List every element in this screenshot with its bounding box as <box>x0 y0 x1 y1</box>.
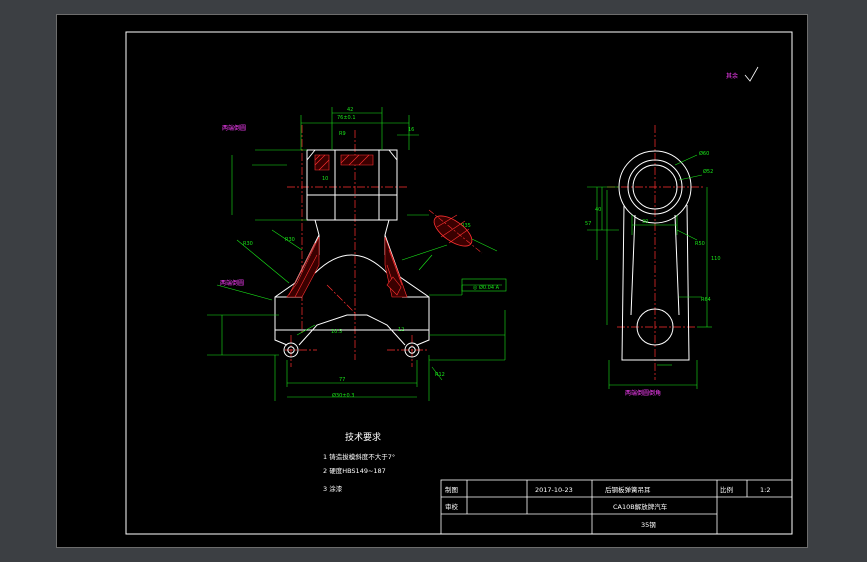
dim-right-110: 110 <box>711 256 721 262</box>
tech-heading: 技术要求 <box>345 431 381 443</box>
technical-requirements: 技术要求 1 铸造拔模斜度不大于7° 2 硬度HBS149~187 3 涂漆 <box>323 431 395 493</box>
right-bottom-note: 两端倒圆倒角 <box>625 389 661 397</box>
dim-right-40: 40 <box>595 207 601 213</box>
surface-finish-label: 其余 <box>726 72 738 80</box>
dim-12: 12 <box>398 327 404 333</box>
tb-scale-value: 1:2 <box>760 486 770 494</box>
tb-date: 2017-10-23 <box>535 486 573 494</box>
cad-drawing: 其余 <box>125 31 793 535</box>
dim-bottom-mid: 77 <box>339 377 345 383</box>
side-view <box>587 125 712 389</box>
dim-right-57: 57 <box>585 221 591 227</box>
tech-note-1: 1 铸造拔模斜度不大于7° <box>323 452 395 461</box>
tolerance-box-text: ◎ Ø0.04 A <box>473 284 500 291</box>
left-rough-label-2: 两端倒圆 <box>220 279 244 287</box>
dim-right-circle: Ø60 <box>699 150 709 157</box>
tb-check-label: 审校 <box>445 502 459 511</box>
tech-note-3: 3 涂漆 <box>323 484 343 493</box>
tb-material: 35钢 <box>641 521 656 529</box>
dim-10: 10 <box>322 176 328 182</box>
left-rough-label: 两端倒圆 <box>222 124 246 132</box>
tb-part-name-2: CA10B解放牌汽车 <box>613 502 668 511</box>
dim-bottom-total: Ø30±0.3 <box>332 392 354 399</box>
title-block: 制图 审校 2017-10-23 后钢板弹簧吊耳 CA10B解放牌汽车 35钢 … <box>440 479 793 535</box>
dim-right-r64: R64 <box>701 297 711 303</box>
dim-16: 16 <box>408 127 414 133</box>
dim-r12: R12 <box>435 372 445 378</box>
tb-drawn-label: 制图 <box>445 485 458 494</box>
dim-top-width: 76±0.1 <box>337 115 356 121</box>
front-view <box>207 107 507 401</box>
dim-r35: R35 <box>461 223 471 229</box>
tech-note-2: 2 硬度HBS149~187 <box>323 466 386 475</box>
dim-top-small: 42 <box>347 107 353 113</box>
dim-right-r50: R50 <box>695 241 705 247</box>
dim-r30: R30 <box>243 241 253 247</box>
dim-right-circle-2: Ø52 <box>703 168 713 175</box>
dim-right-30: 30 <box>642 219 648 225</box>
dim-r9: R9 <box>339 131 346 137</box>
dim-r30b: R30 <box>285 237 295 243</box>
section-detail <box>428 209 498 254</box>
dim-10-5: 10.5 <box>331 329 342 335</box>
drawing-sheet: 其余 <box>56 14 808 548</box>
tb-scale-label: 比例 <box>720 485 733 494</box>
tb-part-name-1: 后钢板弹簧吊耳 <box>605 485 651 494</box>
surface-finish-mark: 其余 <box>726 66 759 82</box>
